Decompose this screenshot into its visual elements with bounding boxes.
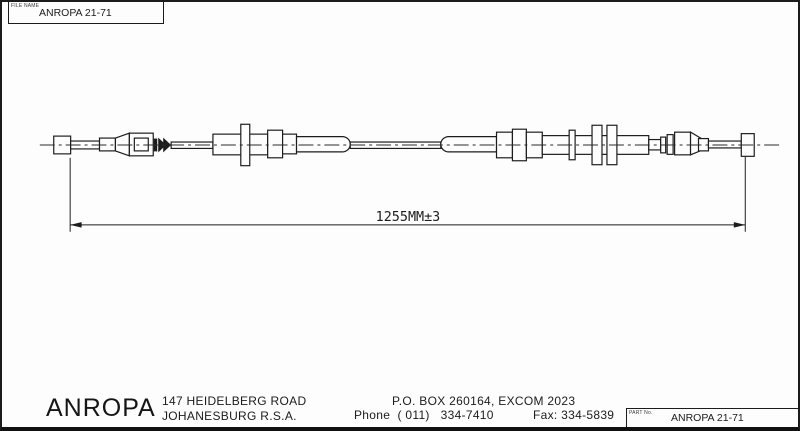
part-number-value: ANROPA 21-71 xyxy=(671,412,744,424)
address-line-2: JOHANESBURG R.S.A. xyxy=(162,409,297,423)
dimension-annotation: 1255MM±3 xyxy=(69,156,746,232)
file-name-label: FILE NAME xyxy=(11,3,40,9)
address-line-1: 147 HEIDELBERG ROAD xyxy=(162,394,307,408)
left-adjuster-assembly xyxy=(98,132,172,157)
company-name: ANROPA xyxy=(46,394,156,422)
po-box-line: P.O. BOX 260164, EXCOM 2023 xyxy=(392,394,576,408)
file-name-box: FILE NAME ANROPA 21-71 xyxy=(8,2,164,24)
part-number-box: PART No. ANROPA 21-71 xyxy=(626,408,798,427)
right-end-fitting xyxy=(648,131,755,157)
fax-line: Fax: 334-5839 xyxy=(533,408,615,422)
file-name-value: ANROPA 21-71 xyxy=(39,7,112,19)
phone-line: Phone ( 011) 334-7410 xyxy=(354,408,494,422)
length-dimension-text: 1255MM±3 xyxy=(376,210,441,225)
part-number-label: PART No. xyxy=(629,410,653,416)
